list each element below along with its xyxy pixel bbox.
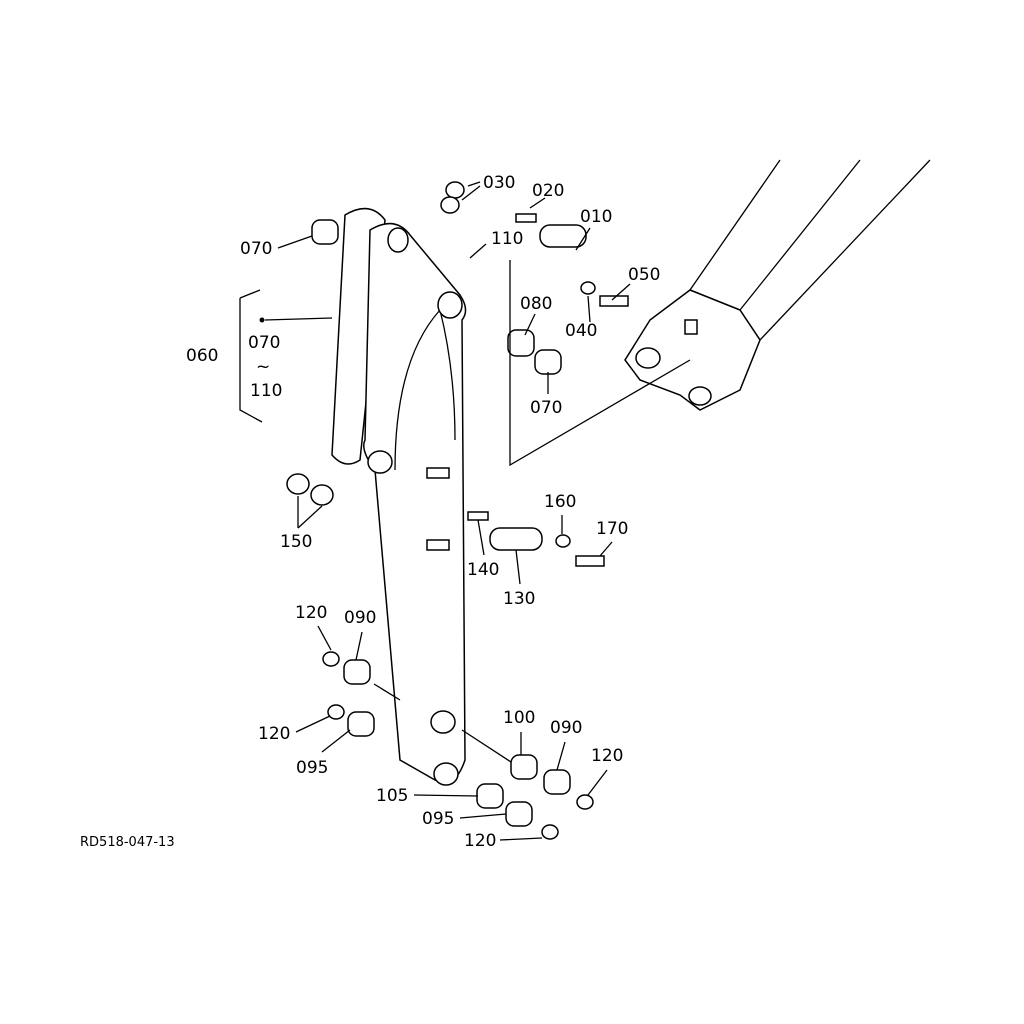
label-010: 010 (580, 207, 612, 227)
label-060: 060 (186, 346, 218, 366)
label-020: 020 (532, 181, 564, 201)
bushing-070 (311, 219, 339, 245)
label-070: 070 (240, 239, 272, 259)
label-040: 040 (565, 321, 597, 341)
label-095: 095 (422, 809, 454, 829)
arm (331, 207, 467, 786)
label-160: 160 (544, 492, 576, 512)
label-080: 080 (520, 294, 552, 314)
boom (624, 159, 931, 411)
label-120: 120 (464, 831, 496, 851)
label-110: 110 (491, 229, 523, 249)
label-120: 120 (258, 724, 290, 744)
label-150: 150 (280, 532, 312, 552)
label-120: 120 (591, 746, 623, 766)
label-090: 090 (550, 718, 582, 738)
label-100: 100 (503, 708, 535, 728)
label-105: 105 (376, 786, 408, 806)
label-120: 120 (295, 603, 327, 623)
label-110-range-end: 110 (250, 381, 282, 401)
label-170: 170 (596, 519, 628, 539)
diagram-code: RD518-047-13 (80, 835, 175, 850)
label-030: 030 (483, 173, 515, 193)
label-070: 070 (530, 398, 562, 418)
leader-lines (239, 181, 691, 841)
pin-010 (539, 224, 587, 248)
label-130: 130 (503, 589, 535, 609)
label-range-tilde: ~ (256, 357, 270, 377)
parts (286, 181, 629, 840)
label-050: 050 (628, 265, 660, 285)
label-095: 095 (296, 758, 328, 778)
label-070-range-start: 070 (248, 333, 280, 353)
label-090: 090 (344, 608, 376, 628)
label-140: 140 (467, 560, 499, 580)
